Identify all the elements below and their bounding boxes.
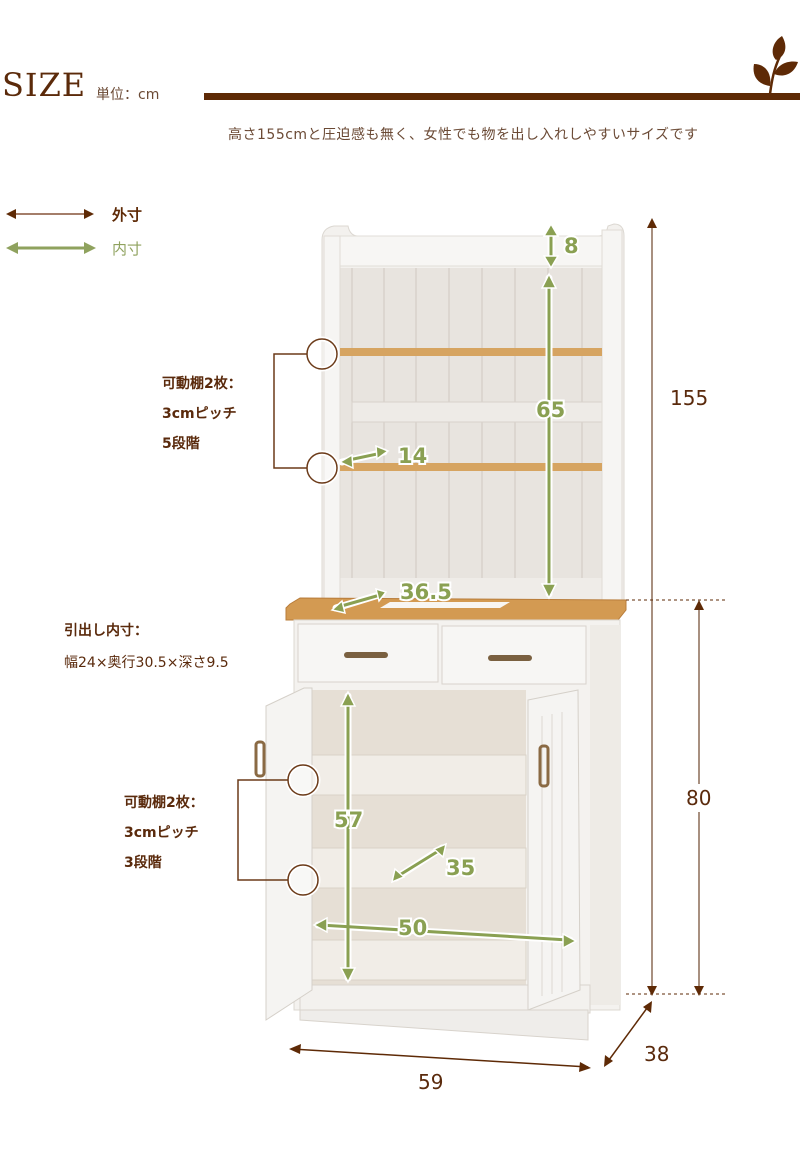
dim-lower-shelf-depth: 35 (444, 854, 477, 882)
dim-lower-height: 80 (686, 784, 712, 812)
dim-depth: 38 (644, 1042, 670, 1066)
upper-shelf-note-line1: 可動棚2枚： (162, 376, 242, 392)
dim-width: 59 (418, 1070, 444, 1094)
page-title: SIZE (2, 66, 87, 104)
unit-label: 単位：cm (96, 87, 160, 103)
header-rule (204, 93, 800, 100)
dim-upper-shelf-depth: 14 (396, 442, 429, 470)
subtitle: 高さ155cmと圧迫感も無く、女性でも物を出し入れしやすいサイズです (228, 127, 699, 143)
dim-lower-height-inner: 57 (332, 806, 365, 834)
upper-shelf-note-line2: 3cmピッチ (162, 406, 237, 422)
lower-shelf-note-line3: 3段階 (124, 855, 162, 871)
legend-inner-label: 内寸 (112, 240, 143, 258)
dim-upper-height: 65 (534, 396, 567, 424)
legend-outer-arrow (4, 206, 96, 222)
legend-inner-arrow (4, 240, 96, 256)
legend-outer-label: 外寸 (112, 206, 143, 224)
upper-shelf-note-line3: 5段階 (162, 436, 200, 452)
dim-counter-depth: 36.5 (398, 578, 454, 606)
lower-shelf-note-line1: 可動棚2枚： (124, 795, 204, 811)
drawer-note-dims: 幅24×奥行30.5×深さ9.5 (64, 655, 229, 671)
dim-top-rail: 8 (562, 232, 581, 260)
upper-shelf-note: 可動棚2枚： 3cmピッチ 5段階 (162, 369, 242, 459)
dim-lower-width: 50 (396, 914, 429, 942)
dim-total-height: 155 (670, 386, 709, 410)
drawer-note-title: 引出し内寸： (64, 623, 148, 639)
lower-shelf-note: 可動棚2枚： 3cmピッチ 3段階 (124, 788, 204, 878)
leaf-sprig-icon (748, 34, 798, 95)
lower-shelf-note-line2: 3cmピッチ (124, 825, 199, 841)
